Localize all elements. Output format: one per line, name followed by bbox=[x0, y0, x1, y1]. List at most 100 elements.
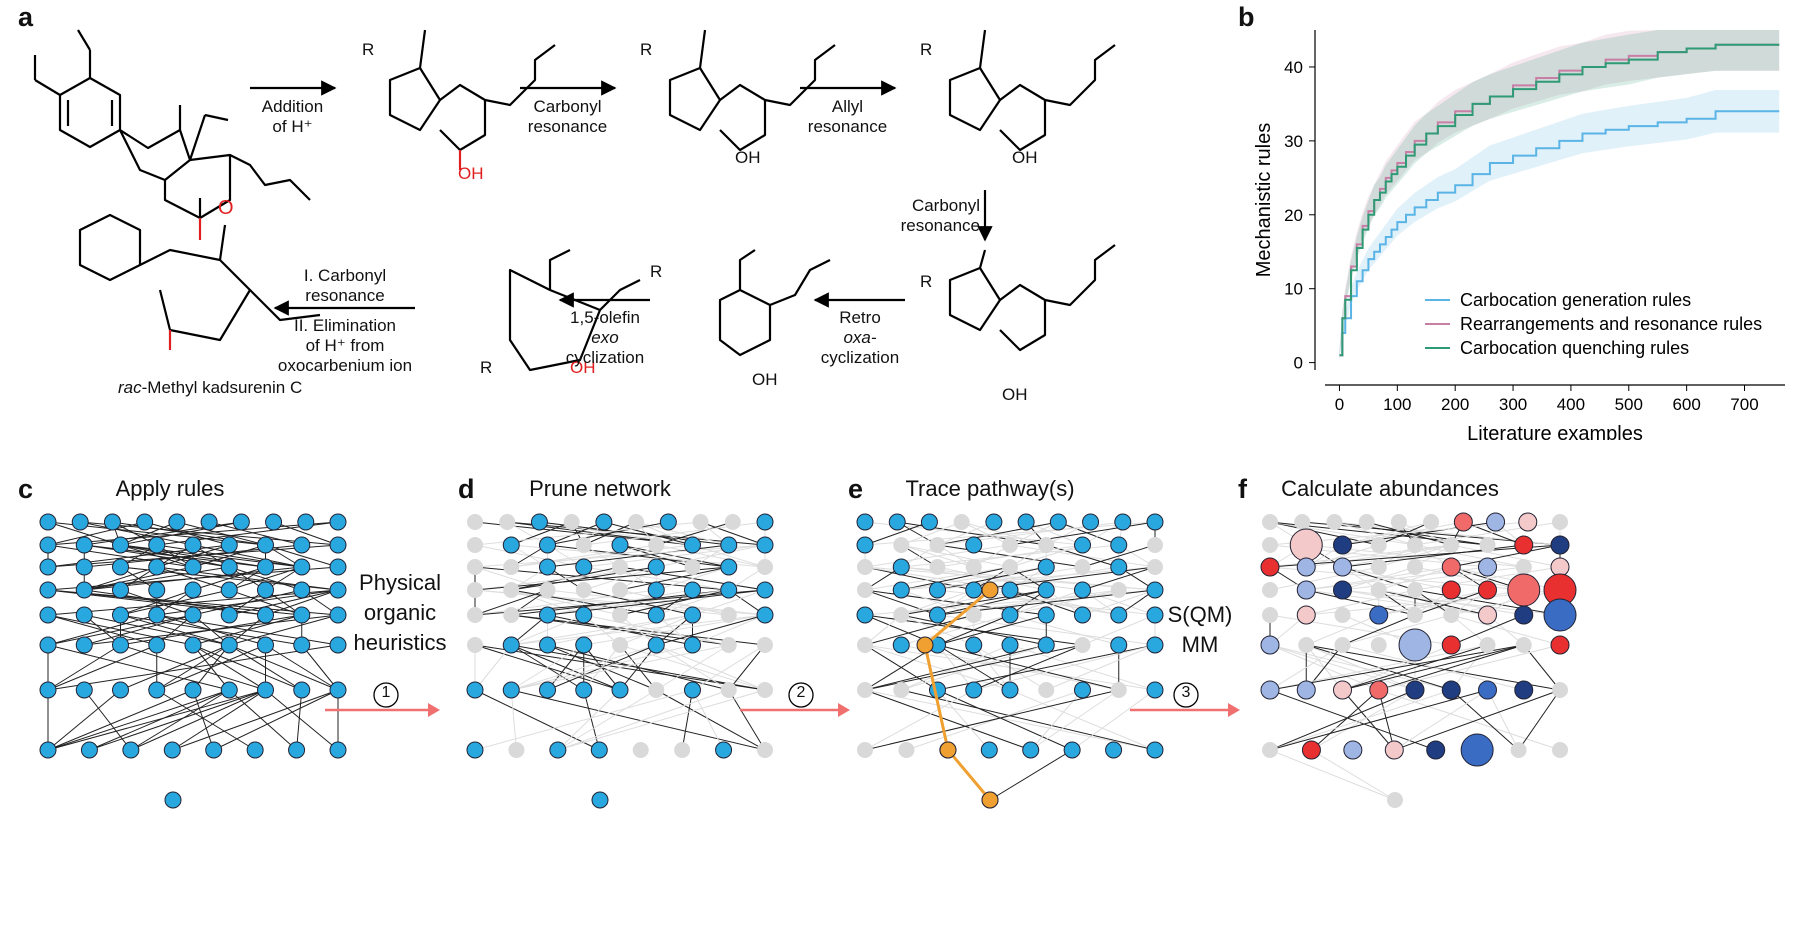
network-node bbox=[39, 536, 57, 554]
network-edge bbox=[1058, 521, 1119, 546]
network-node bbox=[122, 741, 140, 759]
network-edge bbox=[864, 544, 1011, 568]
network-node bbox=[539, 606, 556, 624]
network-node bbox=[1343, 740, 1363, 760]
network-node bbox=[1443, 537, 1460, 553]
network-d bbox=[466, 513, 774, 809]
network-node bbox=[1507, 573, 1541, 607]
network-node bbox=[893, 607, 910, 623]
network-edge bbox=[265, 689, 339, 751]
network-edge bbox=[130, 689, 230, 751]
network-edge bbox=[973, 644, 1083, 691]
series-line-0 bbox=[1339, 110, 1780, 357]
network-edge bbox=[619, 589, 729, 616]
series-line-2 bbox=[1339, 43, 1780, 357]
network-edge bbox=[474, 644, 512, 691]
network-node bbox=[293, 581, 311, 599]
network-edge bbox=[557, 689, 766, 751]
network-node bbox=[329, 536, 347, 554]
network-node bbox=[1333, 680, 1352, 700]
network-node bbox=[184, 681, 202, 699]
network-node bbox=[75, 558, 93, 576]
network-node bbox=[1260, 557, 1280, 577]
network-edge bbox=[1071, 689, 1156, 751]
network-node bbox=[549, 741, 567, 759]
y-tick-label: 0 bbox=[1294, 354, 1303, 373]
network-node bbox=[1262, 582, 1278, 598]
network-edge bbox=[511, 521, 572, 546]
network-node bbox=[1001, 606, 1019, 624]
network-node bbox=[857, 682, 873, 698]
network-edge bbox=[511, 544, 657, 568]
network-node bbox=[612, 559, 628, 575]
network-node bbox=[1294, 514, 1311, 530]
network-node bbox=[1370, 582, 1387, 598]
network-edge bbox=[937, 521, 1059, 546]
network-node bbox=[1407, 582, 1423, 598]
network-node bbox=[467, 514, 483, 530]
pathway-node bbox=[939, 741, 957, 759]
atom-label-r: R bbox=[362, 40, 375, 59]
y-tick-label: 40 bbox=[1284, 58, 1303, 77]
network-edge bbox=[1269, 566, 1379, 591]
network-edge bbox=[1306, 566, 1452, 591]
network-node bbox=[39, 581, 57, 599]
network-edge bbox=[47, 689, 230, 751]
network-edge bbox=[973, 566, 1119, 591]
network-node bbox=[648, 537, 665, 553]
network-node bbox=[1262, 514, 1278, 530]
network-node bbox=[1514, 535, 1534, 555]
network-edge bbox=[1451, 566, 1561, 591]
network-edge bbox=[510, 644, 585, 691]
network-edge bbox=[700, 521, 766, 546]
x-tick-label: 100 bbox=[1383, 395, 1411, 414]
network-edge bbox=[1306, 614, 1379, 646]
network-edge bbox=[937, 566, 1083, 591]
network-edge bbox=[1394, 689, 1561, 751]
network-node bbox=[539, 636, 556, 654]
network-node bbox=[1441, 635, 1461, 655]
network-edge bbox=[1009, 589, 1119, 616]
network-edge bbox=[229, 589, 339, 616]
network-node bbox=[1074, 681, 1091, 699]
network-edge bbox=[656, 644, 766, 691]
network-edge bbox=[1378, 566, 1452, 591]
network-edge bbox=[728, 644, 766, 691]
network-edge bbox=[1269, 689, 1488, 751]
atom-label-r-7: R bbox=[480, 358, 493, 377]
network-edge bbox=[120, 544, 194, 568]
network-edge bbox=[474, 544, 766, 568]
network-edge bbox=[229, 644, 339, 691]
network-node bbox=[965, 607, 982, 623]
network-edge bbox=[192, 644, 302, 691]
network-edge bbox=[864, 689, 1119, 751]
molecule-8 bbox=[78, 213, 321, 350]
network-node bbox=[1296, 605, 1316, 625]
network-node bbox=[1550, 557, 1570, 577]
network-edge bbox=[1394, 689, 1488, 751]
network-node bbox=[163, 741, 181, 759]
network-node bbox=[1552, 514, 1568, 530]
network-node bbox=[1510, 742, 1527, 758]
network-node bbox=[508, 742, 525, 758]
network-edge bbox=[1306, 589, 1416, 616]
network-edge bbox=[547, 521, 605, 546]
network-node bbox=[1441, 580, 1461, 600]
network-node bbox=[293, 606, 311, 624]
network-edge bbox=[864, 644, 1047, 691]
network-edge bbox=[656, 544, 766, 568]
network-node bbox=[575, 537, 592, 553]
network-edge bbox=[192, 544, 302, 568]
network-edge bbox=[1082, 589, 1156, 616]
network-node bbox=[715, 741, 733, 759]
network-edge bbox=[1306, 544, 1452, 568]
network-node bbox=[467, 607, 483, 623]
network-edge bbox=[120, 589, 230, 616]
network-node bbox=[1552, 742, 1568, 758]
network-edge bbox=[1342, 544, 1452, 568]
network-edge bbox=[557, 689, 729, 751]
network-edge bbox=[229, 614, 339, 646]
network-node bbox=[329, 741, 347, 759]
